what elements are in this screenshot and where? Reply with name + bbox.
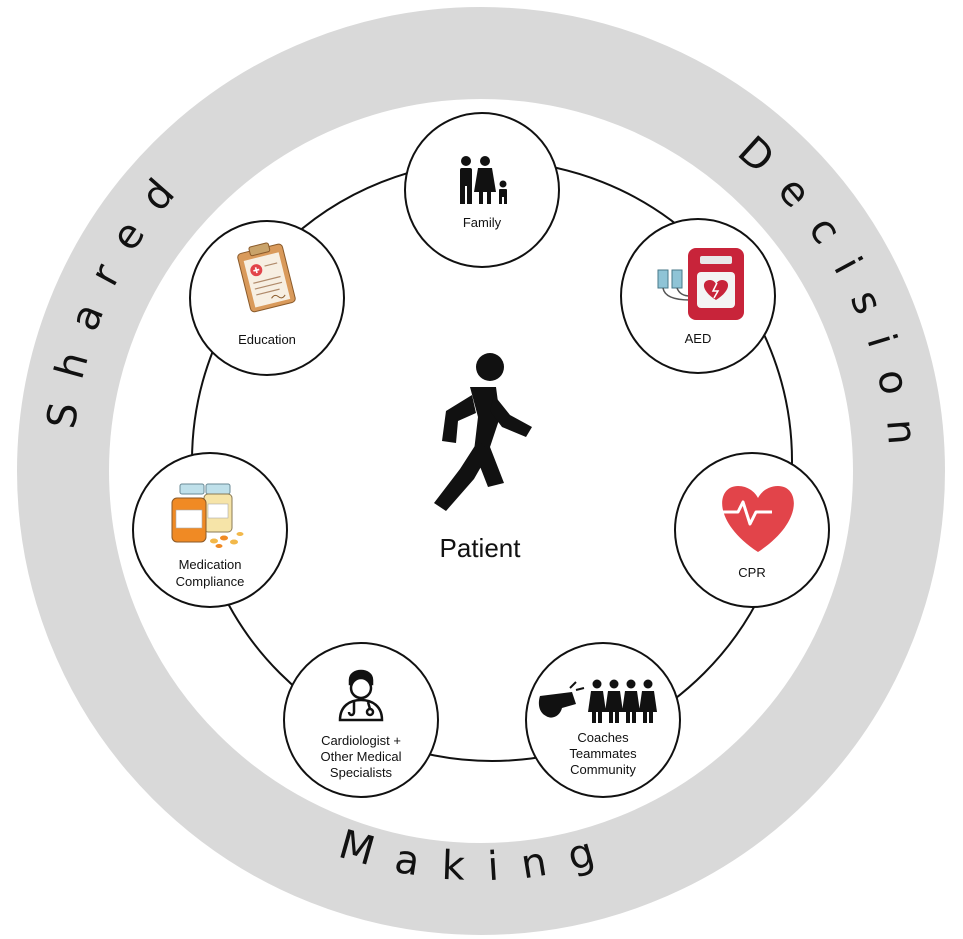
node-cardiologist: Cardiologist + Other Medical Specialists <box>283 642 439 798</box>
label-family: Family <box>463 215 502 230</box>
node-medication: Medication Compliance <box>132 452 288 608</box>
label-specialists: Specialists <box>330 765 393 780</box>
family-icon <box>460 156 507 204</box>
whistle-team-icon <box>538 679 657 723</box>
node-aed: AED <box>620 218 776 374</box>
label-cardiologist: Cardiologist + <box>321 733 401 748</box>
label-compliance: Compliance <box>176 574 245 589</box>
label-cpr: CPR <box>738 565 765 580</box>
outer-ring <box>17 7 945 935</box>
doctor-icon <box>338 669 384 722</box>
label-other-medical: Other Medical <box>321 749 402 764</box>
node-family: Family <box>404 112 560 268</box>
label-community: Community <box>570 762 636 777</box>
node-coaches: Coaches Teammates Community <box>525 642 681 798</box>
label-aed: AED <box>685 331 712 346</box>
label-education: Education <box>238 332 296 347</box>
label-teammates: Teammates <box>569 746 637 761</box>
clipboard-icon <box>237 242 296 313</box>
center-label-patient: Patient <box>440 533 522 563</box>
pill-bottles-icon <box>171 483 244 548</box>
aed-device-icon <box>657 248 744 320</box>
node-cpr: CPR <box>674 452 830 608</box>
node-education: Education <box>189 220 345 376</box>
walking-person-icon <box>434 353 532 511</box>
label-medication: Medication <box>179 557 242 572</box>
label-coaches: Coaches <box>577 730 629 745</box>
heartbeat-heart-icon <box>722 486 794 552</box>
